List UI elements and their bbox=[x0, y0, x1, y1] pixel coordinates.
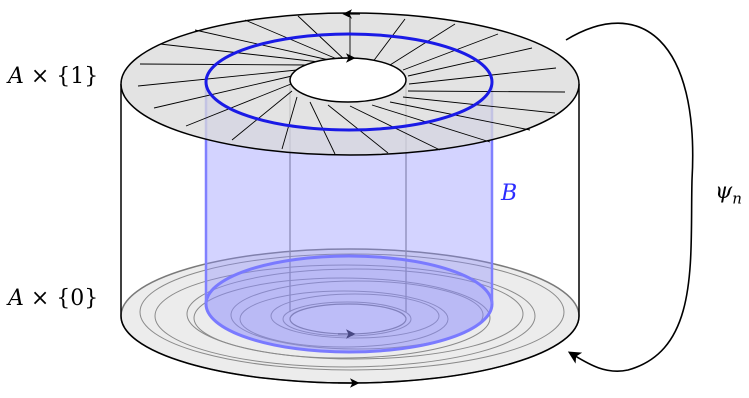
top-inner-hole bbox=[289, 57, 407, 103]
map-arrow bbox=[565, 22, 694, 372]
top-disk-label: A × {1} bbox=[8, 64, 99, 89]
top-annulus bbox=[120, 9, 580, 156]
bottom-disk-label: A × {0} bbox=[8, 286, 99, 311]
map-label: ψn bbox=[715, 179, 742, 208]
cylinder-b-label: B bbox=[501, 181, 518, 206]
bottom-annulus bbox=[120, 248, 580, 384]
cylinder-b-top-edge bbox=[204, 32, 494, 132]
